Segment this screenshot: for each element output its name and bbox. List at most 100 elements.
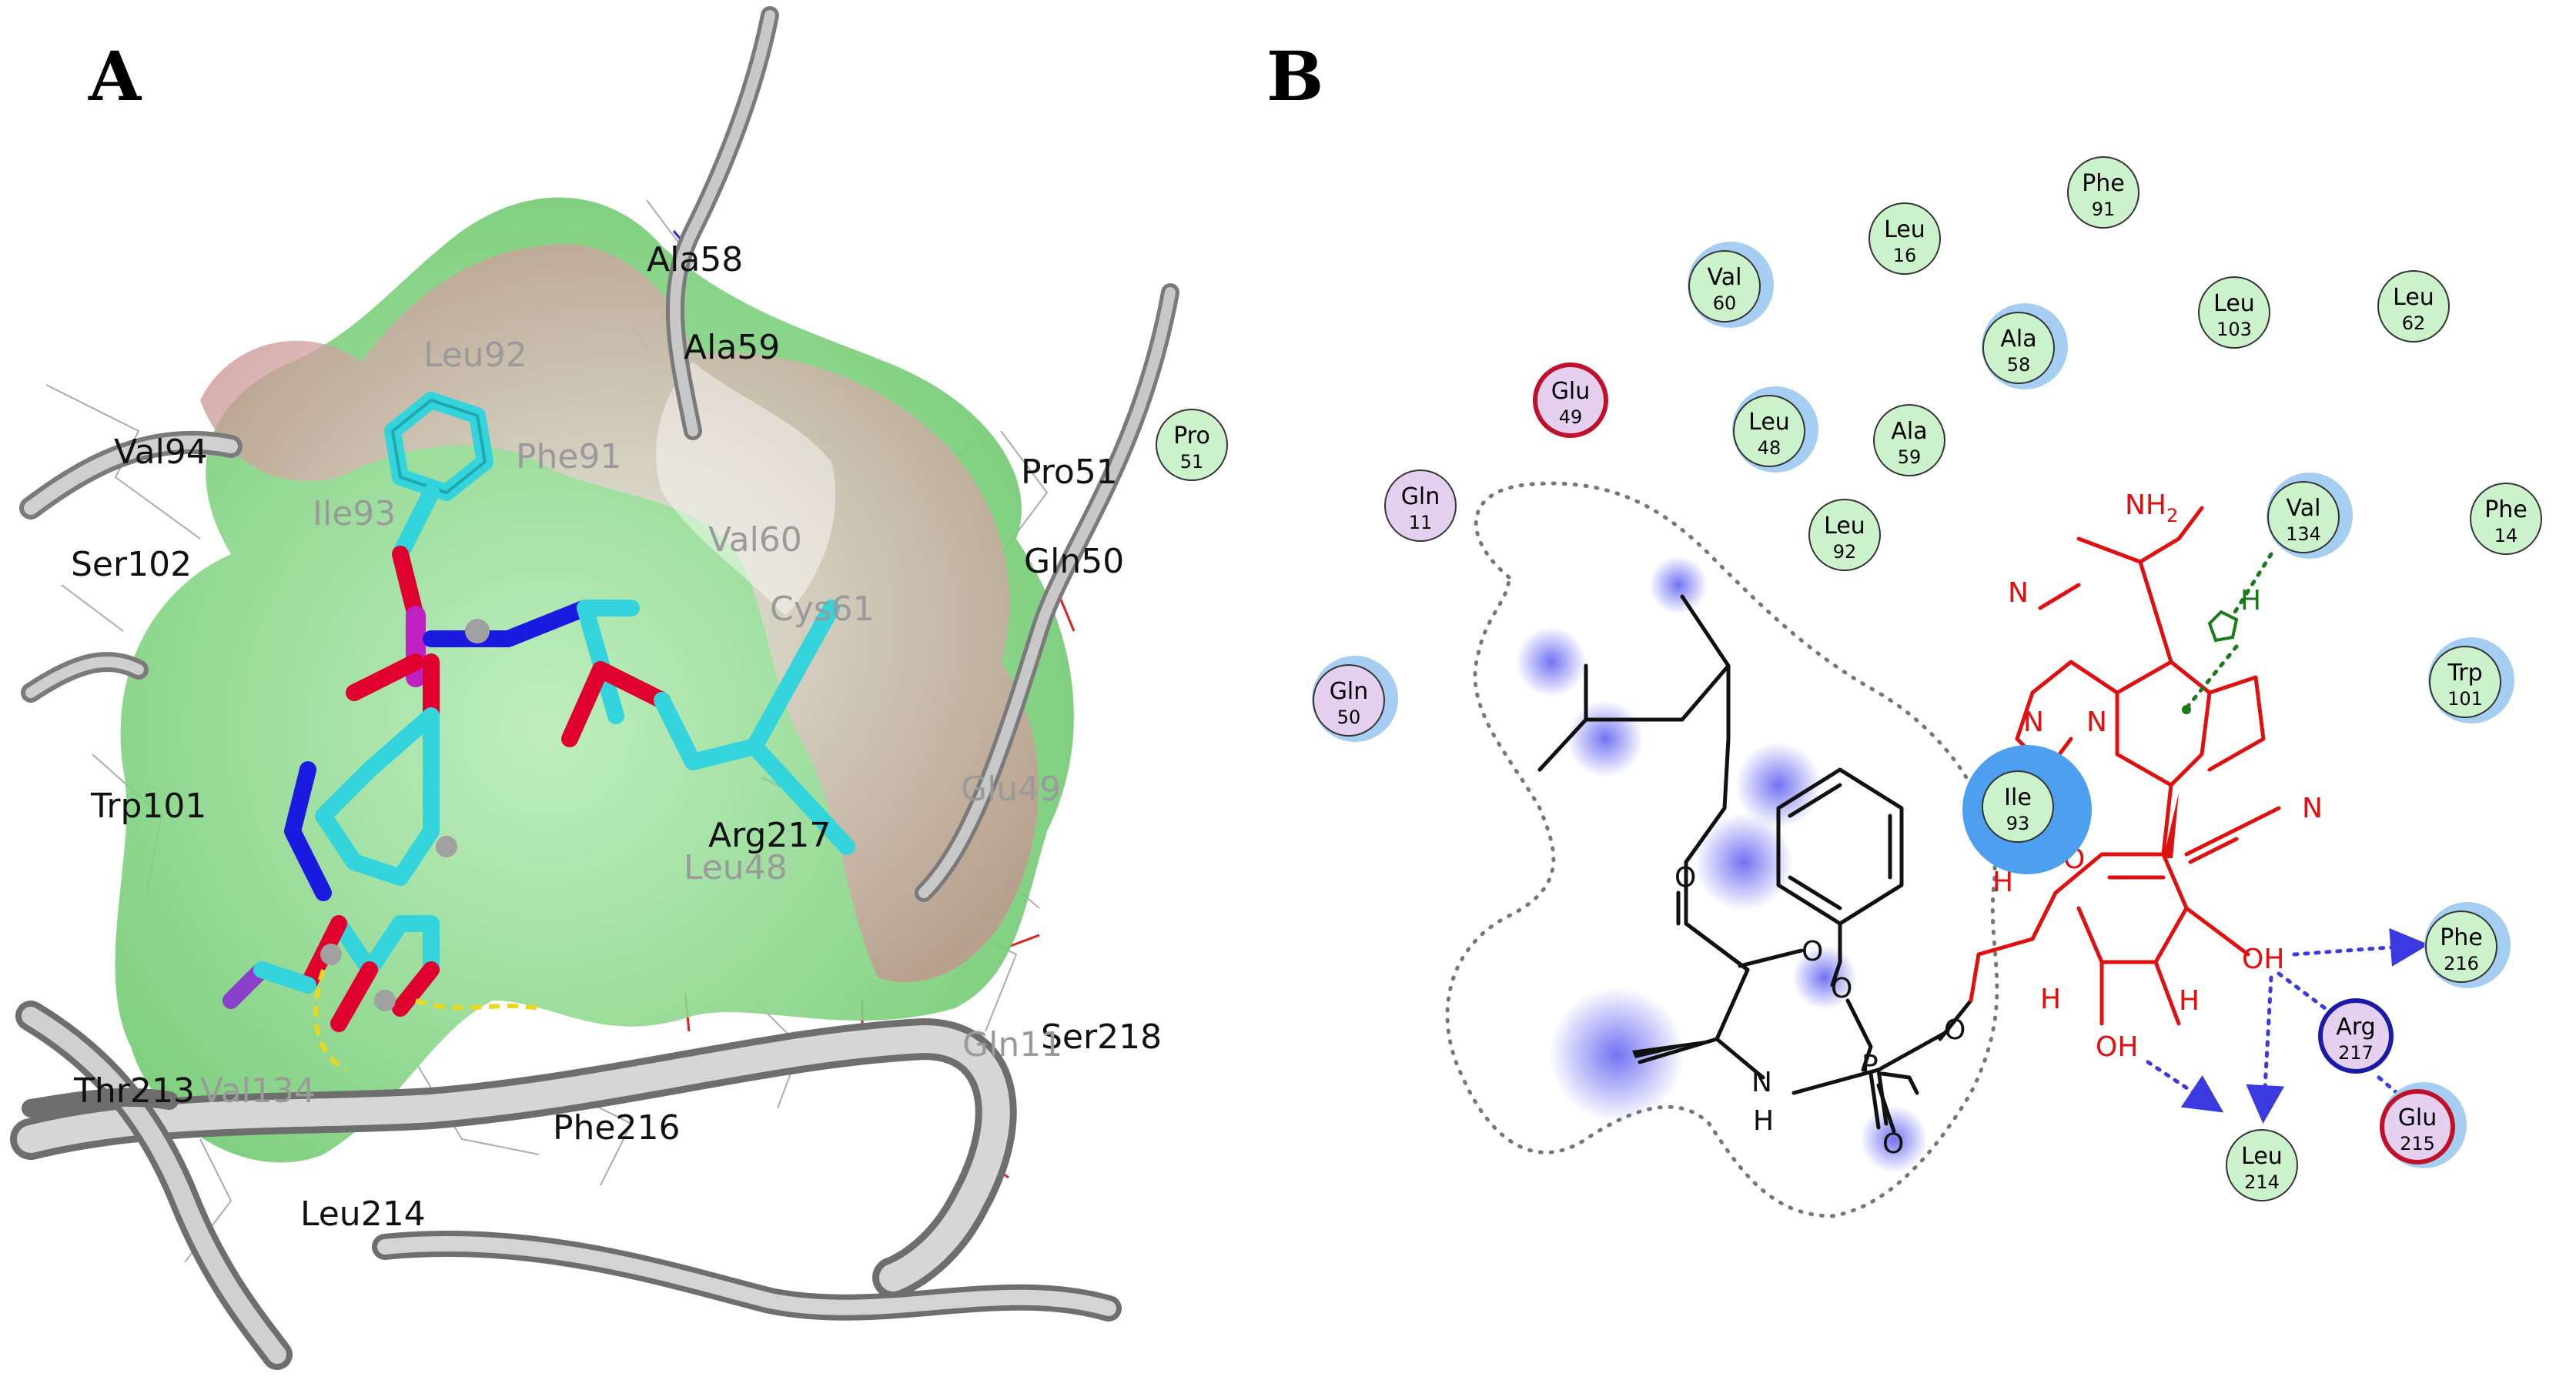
atom-n-bridge: N: [2086, 707, 2107, 738]
atom-p: P: [1862, 1050, 1878, 1081]
panel-a-hbonds: [313, 969, 540, 1072]
label-leu92: Leu92: [423, 336, 527, 375]
label-val94: Val94: [114, 433, 208, 472]
residue-number: 103: [2216, 319, 2252, 340]
label-pro51: Pro51: [1021, 453, 1118, 492]
label-gln50: Gln50: [1024, 542, 1124, 581]
methyl-wedge: [1632, 1039, 1717, 1058]
label-phe216: Phe216: [553, 1108, 680, 1148]
residue-disc: [1156, 409, 1228, 481]
residue-disc: [1873, 404, 1945, 476]
atom-o-phosphoryl: O: [1882, 1128, 1904, 1160]
residue-name: Leu: [1824, 513, 1865, 540]
residue-name: Phe: [2440, 924, 2483, 951]
panel-a: A: [10, 6, 1179, 1370]
ligand-black-atoms: O O N H P O O O: [1674, 862, 1965, 1160]
residue-disc: [2470, 483, 2542, 555]
residue-number: 51: [1180, 451, 1204, 473]
atom-h-c1: H: [2179, 985, 2200, 1017]
residue-number: 14: [2494, 525, 2518, 546]
label-leu214: Leu214: [300, 1195, 426, 1234]
residue-number: 215: [2400, 1133, 2435, 1154]
label-thr213: Thr213: [73, 1071, 195, 1111]
atom-h-amide: H: [1753, 1105, 1774, 1137]
residue-name: Glu: [1551, 378, 1591, 405]
residue-number: 214: [2244, 1171, 2280, 1193]
pi-h-label: H: [2240, 585, 2261, 616]
residue-number: 134: [2286, 523, 2321, 545]
residue-disc: [1868, 202, 1941, 275]
atom-o-ester: O: [1674, 862, 1696, 894]
residue-name: Phe: [2082, 170, 2125, 197]
residue-ala-59: Ala59: [1873, 404, 1945, 476]
residue-number: 216: [2444, 953, 2479, 974]
residue-name: Pro: [1173, 423, 1210, 449]
residue-pro-51: Pro51: [1156, 409, 1228, 481]
bond-wedge-cn: [2163, 793, 2179, 858]
residue-name: Val: [1708, 264, 1742, 291]
residue-leu-48: Leu48: [1732, 386, 1818, 473]
residue-disc: [2425, 911, 2497, 983]
ligand-black: [1537, 594, 1973, 1134]
atom-o-carbonyl: O: [1802, 936, 1823, 967]
atom-oh-right: OH: [2242, 944, 2284, 975]
residue-glu-49: Glu49: [1533, 363, 1608, 438]
residue-disc: [2267, 481, 2340, 553]
residue-disc: [2429, 646, 2501, 718]
residue-number: 92: [1833, 541, 1857, 563]
atom-n-amide: N: [1751, 1067, 1772, 1098]
panel-a-dark-labels: Ala58 Ala59 Val94 Ser102 Gln50 Pro51 Trp…: [71, 240, 1162, 1234]
panel-a-faded-labels: Leu92 Phe91 Ile93 Val60 Cys61 Glu49 Leu4…: [200, 336, 1062, 1111]
residue-disc: [1733, 395, 1805, 467]
residue-trp-101: Trp101: [2428, 637, 2514, 723]
residue-name: Gln: [1330, 678, 1369, 705]
residue-name: Ala: [1891, 418, 1927, 445]
atom-n-nitrile: N: [2302, 793, 2323, 824]
label-ala58: Ala58: [647, 240, 743, 279]
residue-arg-217: Arg217: [2318, 998, 2394, 1074]
atom-o-bridge: O: [1944, 1014, 1965, 1046]
atom-n-top: N: [2008, 577, 2029, 609]
residue-number: 58: [2007, 354, 2031, 376]
residue-name: Ile: [2004, 784, 2032, 811]
residue-leu-214: Leu214: [2226, 1129, 2298, 1201]
residue-number: 59: [1898, 446, 1922, 468]
atom-nh2: NH2: [2125, 489, 2178, 526]
label-phe91: Phe91: [516, 437, 621, 476]
residue-name: Ala: [2000, 326, 2036, 353]
residue-disc: [1688, 250, 1761, 322]
residue-disc: [1313, 664, 1385, 737]
residue-gln-11: Gln11: [1384, 469, 1457, 542]
residue-disc: [2377, 270, 2450, 342]
residue-name: Leu: [1748, 409, 1790, 436]
residue-disc: [1384, 469, 1457, 542]
residue-disc: [2067, 156, 2139, 229]
residue-number: 48: [1758, 437, 1781, 459]
residue-name: Val: [2287, 495, 2321, 522]
residue-number: 11: [1409, 512, 1433, 533]
residue-number: 16: [1893, 245, 1917, 266]
residue-number: 50: [1337, 707, 1361, 728]
residue-val-134: Val134: [2267, 473, 2353, 559]
label-leu48: Leu48: [684, 848, 788, 887]
residue-name: Leu: [1884, 216, 1925, 243]
ligand-red-core: [1969, 506, 2281, 1026]
residue-name: Leu: [2241, 1143, 2283, 1170]
ligand-sticks: [222, 392, 855, 1032]
residue-number: 217: [2338, 1042, 2374, 1064]
residue-name: Trp: [2447, 660, 2482, 687]
pi-h-interaction: H: [2182, 552, 2273, 714]
residue-name: Gln: [1401, 483, 1440, 510]
residue-disc: [2226, 1129, 2298, 1201]
residue-number: 62: [2402, 312, 2426, 334]
atom-h-c2: H: [2040, 984, 2061, 1015]
panel-a-label: A: [88, 36, 142, 116]
residue-leu-92: Leu92: [1808, 499, 1881, 571]
residue-ile-93: Ile93: [1962, 745, 2092, 874]
